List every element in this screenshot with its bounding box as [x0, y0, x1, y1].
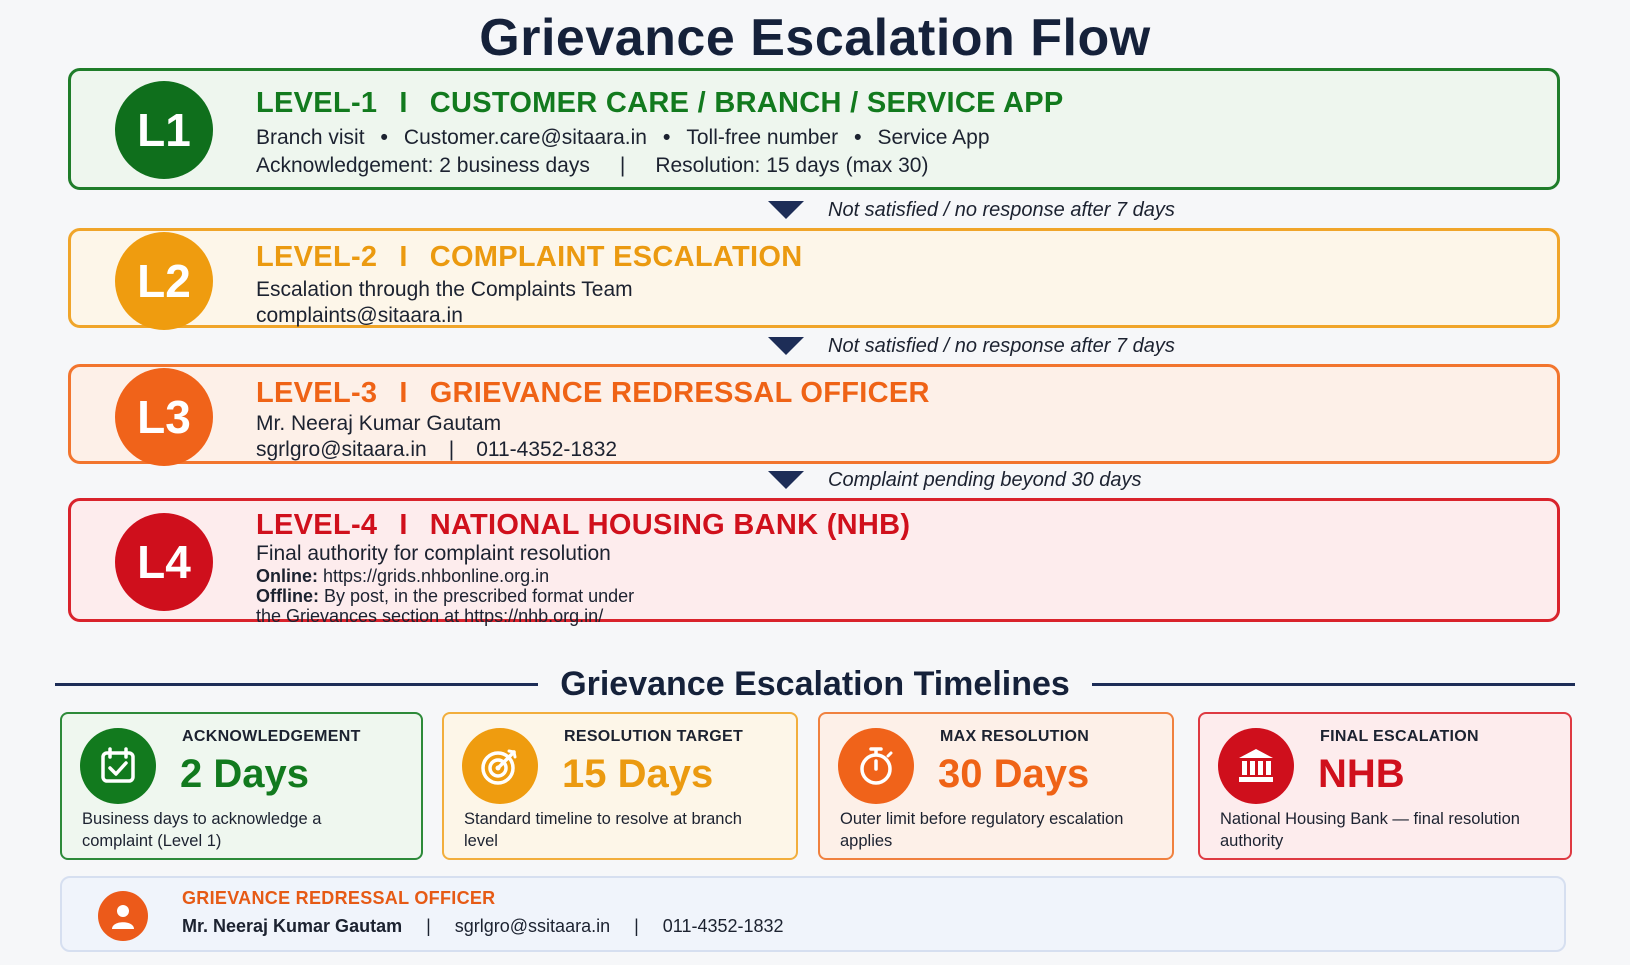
gro-phone[interactable]: 011-4352-1832 [476, 438, 618, 461]
nhb-online[interactable]: Online: https://grids.nhbonline.org.in [256, 566, 550, 586]
officer-phone[interactable]: 011-4352-1832 [662, 916, 784, 936]
escalation-arrow-2: Not satisfied / no response after 7 days [768, 332, 1175, 360]
down-arrow-icon [768, 471, 804, 489]
level-1-channels: Branch visit•Customer.care@sitaara.in•To… [256, 126, 990, 149]
down-arrow-icon [768, 337, 804, 355]
down-arrow-icon [768, 201, 804, 219]
timeline-card-acknowledgement: ACKNOWLEDGEMENT 2 Days Business days to … [60, 712, 423, 860]
level-1-badge: L1 [115, 81, 213, 179]
gro-email[interactable]: sgrlgro@sitaara.in [256, 438, 427, 461]
escalation-arrow-1: Not satisfied / no response after 7 days [768, 196, 1175, 224]
level-1-timelines: Acknowledgement: 2 business days|Resolut… [256, 154, 929, 177]
officer-email[interactable]: sgrlgro@ssitaara.in [454, 916, 611, 936]
divider [55, 682, 539, 686]
page-title: Grievance Escalation Flow [479, 9, 1151, 67]
nhb-offline-url[interactable]: the Grievances section at https://nhb.or… [256, 606, 604, 626]
calendar-check-icon [80, 728, 156, 804]
escalation-arrow-3: Complaint pending beyond 30 days [768, 466, 1142, 494]
timelines-header: Grievance Escalation Timelines [55, 660, 1575, 708]
timeline-card-resolution-target: RESOLUTION TARGET 15 Days Standard timel… [442, 712, 798, 860]
officer-contact-line: Mr. Neeraj Kumar Gautam|sgrlgro@ssitaara… [182, 916, 784, 936]
bank-icon [1218, 728, 1294, 804]
level-3-badge: L3 [115, 368, 213, 466]
timeline-card-max-resolution: MAX RESOLUTION 30 Days Outer limit befor… [818, 712, 1174, 860]
level-4-badge: L4 [115, 513, 213, 611]
person-icon [98, 891, 148, 941]
level-3-contact: sgrlgro@sitaara.in|011-4352-1832 [256, 438, 618, 461]
timeline-card-final-escalation: FINAL ESCALATION NHB National Housing Ba… [1198, 712, 1572, 860]
level-2-badge: L2 [115, 232, 213, 330]
nhb-offline: Offline: By post, in the prescribed form… [256, 586, 635, 606]
divider [1091, 682, 1575, 686]
officer-contact-bar: GRIEVANCE REDRESSAL OFFICER Mr. Neeraj K… [60, 876, 1566, 952]
complaints-email[interactable]: complaints@sitaara.in [256, 304, 463, 327]
stopwatch-icon [838, 728, 914, 804]
target-icon [462, 728, 538, 804]
